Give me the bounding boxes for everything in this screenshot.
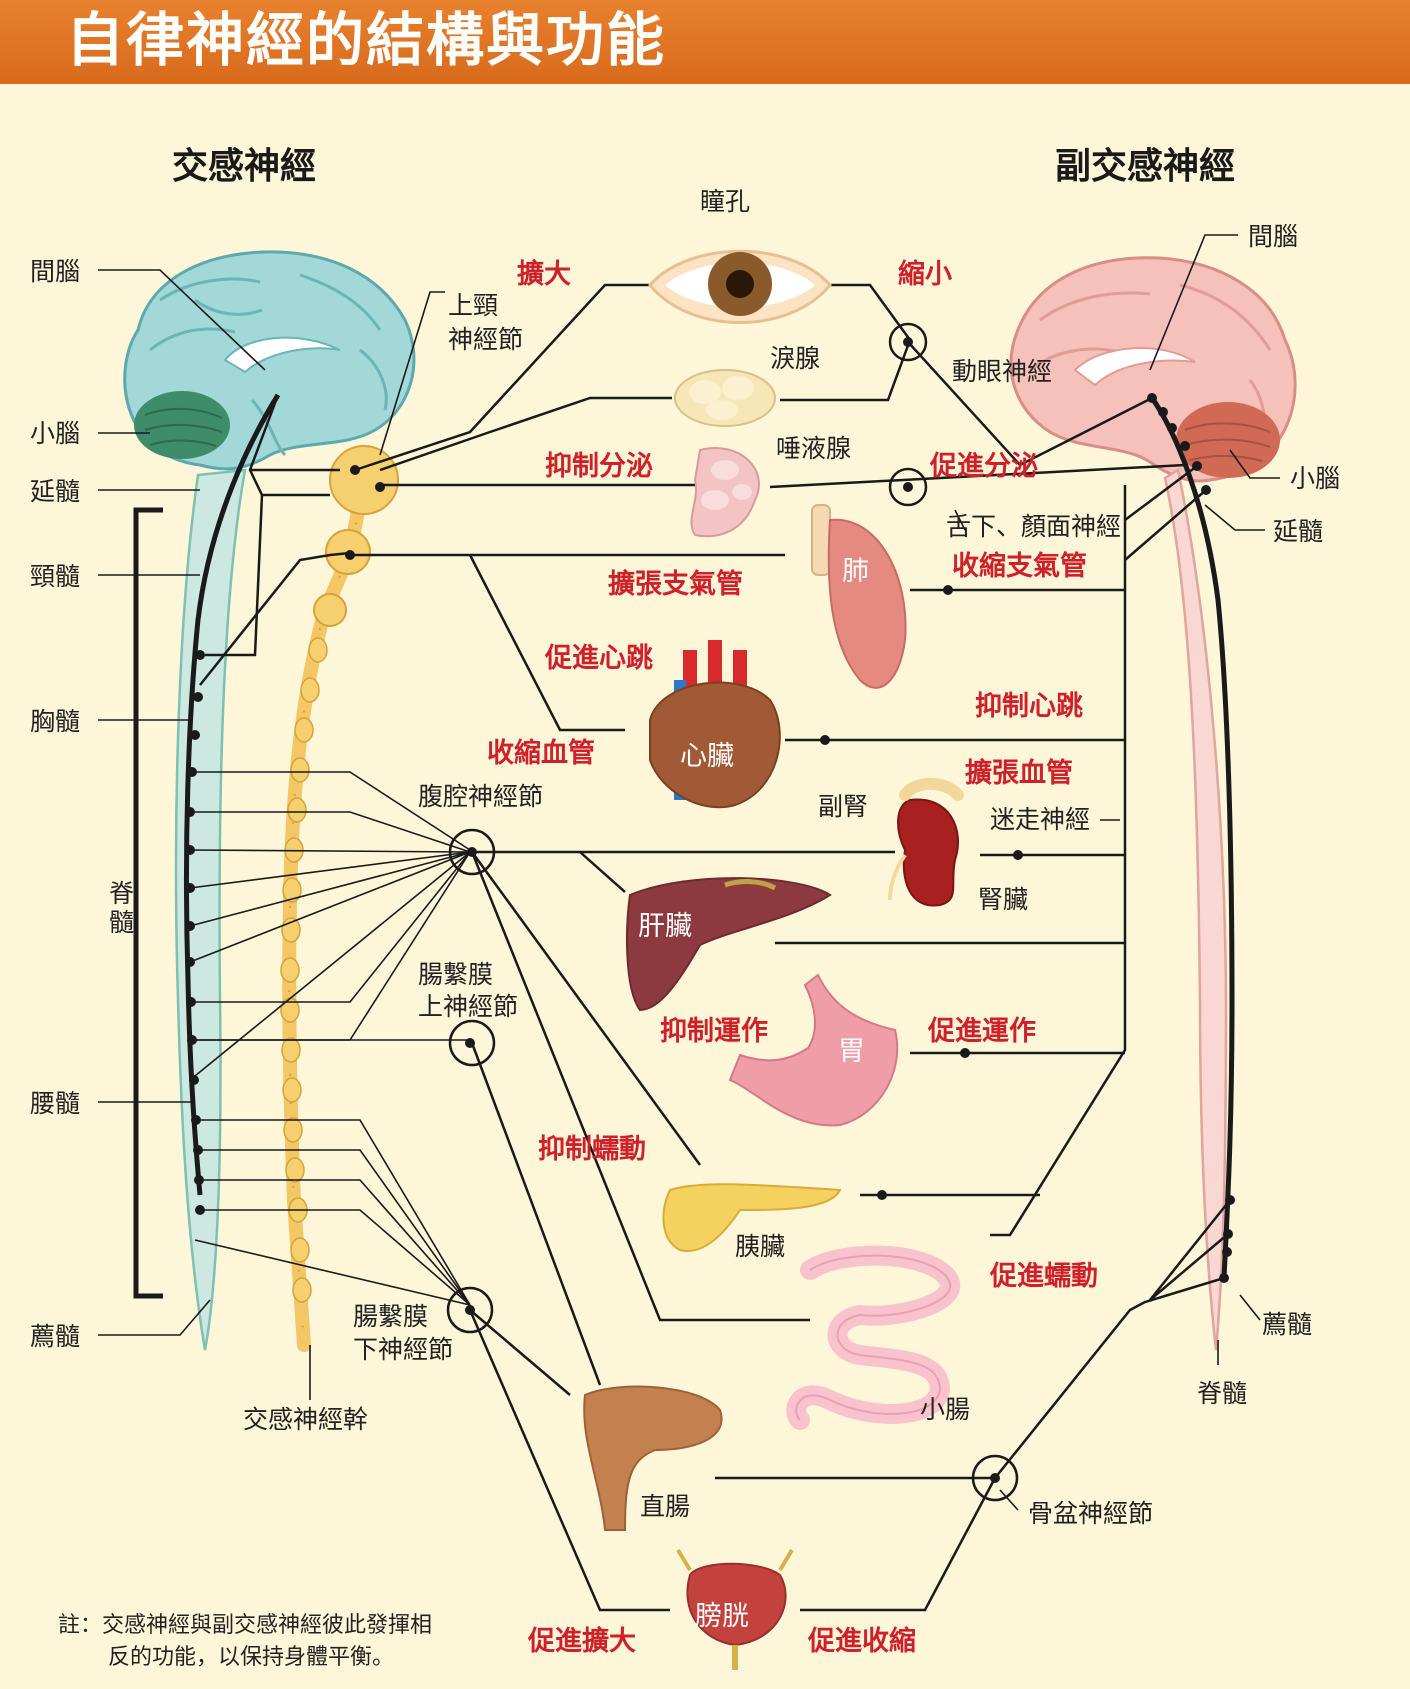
parasympathetic-heading: 副交感神經 <box>1055 145 1235 187</box>
page-title: 自律神經的結構與功能 <box>66 6 667 74</box>
label-rectum: 直腸 <box>640 1492 690 1521</box>
label-sup-mesenteric-1: 腸繫膜 <box>418 960 493 989</box>
kidney-illustration <box>888 777 964 907</box>
stomach-illustration <box>728 973 899 1127</box>
label-superior-cervical-ganglion-2: 神經節 <box>448 325 523 354</box>
sympathetic-cord-line <box>183 393 281 1196</box>
small-intestine-illustration <box>786 1245 961 1430</box>
label-stomach: 胃 <box>838 1036 865 1067</box>
label-lung: 肺 <box>842 556 869 587</box>
label-lumbar: 腰髓 <box>30 1089 80 1118</box>
heart-illustration <box>649 640 781 809</box>
label-lacrimal: 淚腺 <box>770 344 820 373</box>
sympathetic-brain <box>123 250 416 471</box>
parasympathetic-cord-line <box>1147 393 1235 1279</box>
eye-illustration <box>648 249 832 324</box>
label-thoracic: 胸髓 <box>30 707 80 736</box>
effect-symp-bladder: 促進擴大 <box>527 1625 636 1657</box>
label-superior-cervical-ganglion-1: 上頸 <box>448 291 498 320</box>
effect-symp-stomach: 抑制運作 <box>660 1016 768 1047</box>
label-cervical: 頸髓 <box>30 562 80 591</box>
sympathetic-nerves <box>185 283 895 1612</box>
effect-para-bladder: 促進收縮 <box>807 1625 916 1657</box>
label-inf-mesenteric-1: 腸繫膜 <box>353 1302 428 1331</box>
effect-symp-vessels: 收縮血管 <box>487 737 595 769</box>
effect-para-saliva: 促進分泌 <box>929 451 1038 482</box>
rectum-illustration <box>583 1385 723 1531</box>
label-vagus: 迷走神經 <box>990 805 1090 834</box>
effect-para-stomach: 促進運作 <box>927 1016 1036 1047</box>
parasympathetic-nerves <box>715 283 1231 1612</box>
effect-symp-bronchi: 擴張支氣管 <box>608 568 743 600</box>
bladder-illustration <box>676 1548 794 1670</box>
parasympathetic-spinal-cord <box>1163 468 1228 1351</box>
label-kidney: 腎臟 <box>978 885 1028 914</box>
label-celiac-ganglion: 腹腔神經節 <box>418 782 543 811</box>
label-bladder: 膀胱 <box>695 1601 749 1632</box>
effect-symp-heart: 促進心跳 <box>544 643 653 674</box>
title-bar: 自律神經的結構與功能 <box>0 0 1410 84</box>
lung-illustration <box>811 504 907 689</box>
label-facial: 舌下、顏面神經 <box>946 512 1121 541</box>
footnote-line-2: 反的功能，以保持身體平衡。 <box>108 1645 394 1670</box>
label-symp-cerebellum: 小腦 <box>30 419 80 448</box>
footnote-line-1: 註：交感神經與副交感神經彼此發揮相 <box>58 1613 432 1638</box>
salivary-gland-illustration <box>690 447 760 538</box>
label-pancreas: 胰臟 <box>735 1232 785 1261</box>
effect-para-pupil: 縮小 <box>898 258 952 290</box>
effect-symp-saliva: 抑制分泌 <box>545 451 653 482</box>
label-para-cerebellum: 小腦 <box>1290 464 1340 493</box>
effect-para-bronchi: 收縮支氣管 <box>952 550 1087 582</box>
label-para-medulla: 延髓 <box>1273 517 1323 546</box>
sympathetic-heading: 交感神經 <box>172 145 316 187</box>
label-sup-mesenteric-2: 上神經節 <box>418 992 518 1021</box>
label-para-spinal-cord: 脊髓 <box>1197 1379 1247 1408</box>
label-oculomotor: 動眼神經 <box>952 357 1052 386</box>
label-trunk: 交感神經幹 <box>243 1405 368 1434</box>
label-symp-spinal-cord: 脊髓 <box>106 880 135 938</box>
label-pelvic: 骨盆神經節 <box>1028 1499 1153 1528</box>
effect-para-peristalsis: 促進蠕動 <box>989 1261 1098 1292</box>
label-liver: 肝臟 <box>638 911 692 942</box>
label-inf-mesenteric-2: 下神經節 <box>353 1335 453 1364</box>
lacrimal-gland-illustration <box>674 369 776 427</box>
effect-symp-peristalsis: 抑制蠕動 <box>538 1134 646 1165</box>
parasympathetic-brain <box>1009 256 1297 483</box>
label-symp-diencephalon: 間腦 <box>30 257 80 286</box>
label-pupil: 瞳孔 <box>700 187 750 216</box>
label-para-diencephalon: 間腦 <box>1248 222 1298 251</box>
effect-para-vessels: 擴張血管 <box>965 757 1073 789</box>
label-salivary: 唾液腺 <box>776 434 851 463</box>
label-symp-sacral: 薦髓 <box>30 1322 80 1351</box>
label-symp-medulla: 延髓 <box>30 477 80 506</box>
pancreas-illustration <box>662 1183 842 1252</box>
liver-illustration <box>626 877 832 1012</box>
label-para-sacral: 薦髓 <box>1262 1310 1312 1339</box>
label-small-intestine: 小腸 <box>920 1395 970 1424</box>
label-heart: 心臟 <box>680 741 734 772</box>
effect-para-heart: 抑制心跳 <box>975 691 1083 722</box>
effect-symp-pupil: 擴大 <box>517 258 571 290</box>
label-adrenal: 副腎 <box>818 792 868 821</box>
